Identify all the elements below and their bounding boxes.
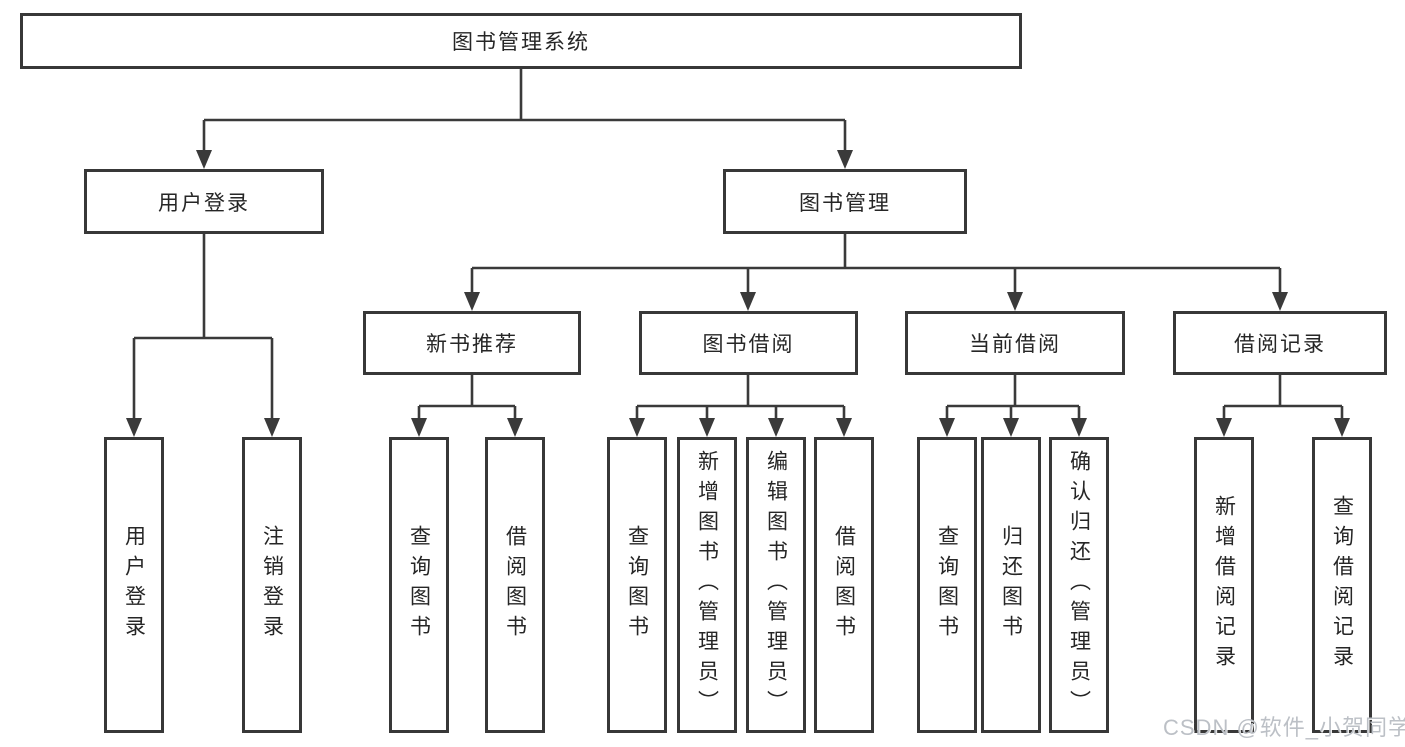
node-borrowing-records-label: 借阅记录 (1234, 333, 1326, 356)
arrowhead-icon (464, 292, 480, 311)
arrowhead-icon (1003, 418, 1019, 437)
arrowhead-icon (768, 418, 784, 437)
edge-book-management-to-groups (464, 234, 1288, 311)
arrowhead-icon (507, 418, 523, 437)
arrowhead-icon (1071, 418, 1087, 437)
leaf-records-add-record: 新增借阅记录 (1194, 437, 1254, 733)
leaf-user-login: 用户登录 (104, 437, 164, 733)
edge-borrowing-records-to-leaves (1216, 375, 1350, 437)
arrowhead-icon (264, 418, 280, 437)
leaf-records-query-record: 查询借阅记录 (1312, 437, 1372, 733)
leaf-recommend-query-books: 查询图书 (389, 437, 449, 733)
arrowhead-icon (411, 418, 427, 437)
arrowhead-icon (1272, 292, 1288, 311)
edge-root-to-branches (196, 69, 853, 169)
leaf-logout-label: 注销登录 (260, 525, 284, 645)
leaf-current-confirm-return-admin: 确认归还（管理员） (1049, 437, 1109, 733)
leaf-logout: 注销登录 (242, 437, 302, 733)
node-user-login: 用户登录 (84, 169, 324, 234)
node-book-management-label: 图书管理 (799, 191, 891, 215)
leaf-user-login-label: 用户登录 (122, 525, 146, 645)
node-current-borrowing: 当前借阅 (905, 311, 1125, 375)
arrowhead-icon (699, 418, 715, 437)
leaf-borrowing-add-books-admin: 新增图书（管理员） (677, 437, 737, 733)
leaf-borrowing-borrow-books-label: 借阅图书 (832, 525, 856, 645)
leaf-current-confirm-return-admin-label: 确认归还（管理员） (1067, 450, 1091, 720)
arrowhead-icon (740, 292, 756, 311)
leaf-recommend-query-books-label: 查询图书 (407, 525, 431, 645)
arrowhead-icon (837, 150, 853, 169)
arrowhead-icon (196, 150, 212, 169)
leaf-borrowing-add-books-admin-label: 新增图书（管理员） (695, 450, 719, 720)
node-new-book-recommendation-label: 新书推荐 (426, 333, 518, 356)
leaf-borrowing-query-books-label: 查询图书 (625, 525, 649, 645)
node-current-borrowing-label: 当前借阅 (969, 333, 1061, 356)
arrowhead-icon (939, 418, 955, 437)
arrowhead-icon (1334, 418, 1350, 437)
arrowhead-icon (126, 418, 142, 437)
watermark: CSDN @软件_小贺同学 (1163, 715, 1405, 740)
node-new-book-recommendation: 新书推荐 (363, 311, 581, 375)
edge-current-borrowing-to-leaves (939, 375, 1087, 437)
arrowhead-icon (629, 418, 645, 437)
node-borrowing-records: 借阅记录 (1173, 311, 1387, 375)
node-book-borrowing: 图书借阅 (639, 311, 858, 375)
leaf-recommend-borrow-books: 借阅图书 (485, 437, 545, 733)
edge-new-book-recommendation-to-leaves (411, 375, 523, 437)
node-book-management: 图书管理 (723, 169, 967, 234)
leaf-records-query-record-label: 查询借阅记录 (1330, 495, 1354, 675)
leaf-borrowing-query-books: 查询图书 (607, 437, 667, 733)
leaf-current-query-books-label: 查询图书 (935, 525, 959, 645)
arrowhead-icon (836, 418, 852, 437)
edge-user-login-to-leaves (126, 234, 280, 437)
leaf-current-return-books-label: 归还图书 (999, 525, 1023, 645)
node-book-borrowing-label: 图书借阅 (702, 333, 795, 356)
edge-book-borrowing-to-leaves (629, 375, 852, 437)
leaf-borrowing-edit-books-admin-label: 编辑图书（管理员） (764, 450, 788, 720)
leaf-borrowing-borrow-books: 借阅图书 (814, 437, 874, 733)
leaf-borrowing-edit-books-admin: 编辑图书（管理员） (746, 437, 806, 733)
leaf-current-return-books: 归还图书 (981, 437, 1041, 733)
arrowhead-icon (1216, 418, 1232, 437)
leaf-current-query-books: 查询图书 (917, 437, 977, 733)
leaf-records-add-record-label: 新增借阅记录 (1212, 495, 1236, 675)
node-user-login-label: 用户登录 (158, 191, 250, 215)
node-root-label: 图书管理系统 (452, 31, 590, 54)
leaf-recommend-borrow-books-label: 借阅图书 (503, 525, 527, 645)
node-root: 图书管理系统 (20, 13, 1022, 69)
arrowhead-icon (1007, 292, 1023, 311)
